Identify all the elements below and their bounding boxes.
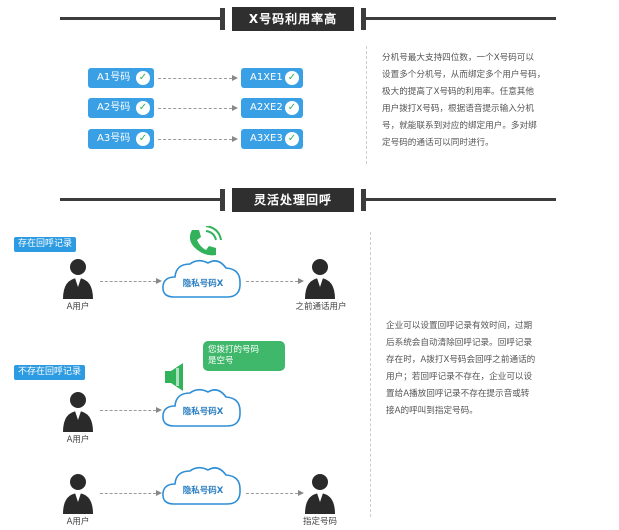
section2-header-line-right bbox=[366, 198, 556, 201]
pill-label: A3号码 bbox=[97, 133, 131, 144]
cloud-label: 隐私号码X bbox=[182, 279, 224, 289]
section2-divider bbox=[370, 232, 371, 517]
arrow-icon bbox=[156, 490, 162, 496]
arrow-icon bbox=[298, 278, 304, 284]
bubble-line: 是空号 bbox=[208, 356, 234, 366]
desc-line: 分机号最大支持四位数，一个X号码可以 bbox=[382, 53, 534, 63]
section2-header-cap-left bbox=[220, 189, 225, 211]
user-a-label: A用户 bbox=[66, 302, 90, 312]
number-pill-a3: A3号码 ✓ bbox=[88, 129, 154, 149]
desc-line: 存在时，A拨打X号码会回呼之前通话的 bbox=[386, 355, 536, 365]
arrow-icon bbox=[232, 105, 238, 111]
person-icon bbox=[63, 259, 93, 299]
pill-label: A3XE3 bbox=[250, 133, 283, 144]
connector-line bbox=[158, 139, 232, 140]
designated-number-label: 指定号码 bbox=[302, 517, 337, 527]
user-a-label: A用户 bbox=[66, 517, 90, 527]
cloud-icon bbox=[162, 388, 241, 427]
cloud-label: 隐私号码X bbox=[182, 486, 224, 496]
pill-label: A1号码 bbox=[97, 72, 131, 83]
extension-pill-a3xe3: A3XE3 ✓ bbox=[241, 129, 303, 149]
number-pill-a2: A2号码 ✓ bbox=[88, 98, 154, 118]
section1-divider bbox=[366, 46, 367, 164]
desc-line: 设置多个分机号，从而绑定多个用户号码， bbox=[382, 70, 546, 80]
arrow-icon bbox=[156, 278, 162, 284]
section2-header-cap-right bbox=[361, 189, 366, 211]
extension-pill-a2xe2: A2XE2 ✓ bbox=[241, 98, 303, 118]
phone-icon bbox=[189, 226, 222, 256]
desc-line: 后系统会自动清除回呼记录。回呼记录 bbox=[386, 338, 533, 348]
arrow-icon bbox=[232, 75, 238, 81]
connector-line bbox=[100, 493, 156, 494]
check-icon: ✓ bbox=[285, 132, 299, 146]
person-icon bbox=[63, 392, 93, 432]
person-icon bbox=[305, 474, 335, 514]
speaker-icon bbox=[165, 363, 183, 391]
desc-line: 用户拨打X号码，根据语音提示输入分机 bbox=[382, 104, 534, 114]
check-icon: ✓ bbox=[285, 101, 299, 115]
check-icon: ✓ bbox=[136, 71, 150, 85]
person-icon bbox=[305, 259, 335, 299]
number-pill-a1: A1号码 ✓ bbox=[88, 68, 154, 88]
connector-line bbox=[100, 281, 156, 282]
bubble-line: 您拨打的号码 bbox=[208, 345, 260, 355]
desc-line: 接A的呼叫到指定号码。 bbox=[386, 406, 478, 416]
check-icon: ✓ bbox=[285, 71, 299, 85]
section2-title: 灵活处理回呼 bbox=[232, 188, 354, 212]
cloud-icon bbox=[162, 466, 241, 505]
check-icon: ✓ bbox=[136, 101, 150, 115]
section1-header-line-right bbox=[366, 17, 556, 20]
extension-pill-a1xe1: A1XE1 ✓ bbox=[241, 68, 303, 88]
connector-line bbox=[246, 493, 298, 494]
section2-header-line-left bbox=[60, 198, 220, 201]
desc-line: 号，就能联系到对应的绑定用户。多对绑 bbox=[382, 121, 537, 131]
user-a-label: A用户 bbox=[66, 435, 90, 445]
voice-prompt-bubble: 您拨打的号码 是空号 bbox=[203, 341, 285, 371]
desc-line: 企业可以设置回呼记录有效时间，过期 bbox=[386, 321, 533, 331]
connector-line bbox=[158, 108, 232, 109]
desc-line: 定号码的通话可以同时进行。 bbox=[382, 138, 494, 148]
check-icon: ✓ bbox=[136, 132, 150, 146]
arrow-icon bbox=[156, 407, 162, 413]
section1-description: 分机号最大支持四位数，一个X号码可以 设置多个分机号，从而绑定多个用户号码， 极… bbox=[382, 50, 572, 152]
desc-line: 用户；若回呼记录不存在，企业可以设 bbox=[386, 372, 533, 382]
arrow-icon bbox=[232, 136, 238, 142]
desc-line: 置给A播放回呼记录不存在提示音或转 bbox=[386, 389, 530, 399]
pill-label: A2XE2 bbox=[250, 102, 283, 113]
previous-user-label: 之前通话用户 bbox=[295, 302, 347, 312]
connector-line bbox=[246, 281, 298, 282]
tag-record-exists: 存在回呼记录 bbox=[14, 237, 77, 252]
section1-title: X号码利用率高 bbox=[232, 7, 354, 31]
pill-label: A1XE1 bbox=[250, 72, 283, 83]
section1-header-cap-left bbox=[220, 8, 225, 30]
connector-line bbox=[158, 78, 232, 79]
cloud-icon bbox=[162, 259, 241, 298]
pill-label: A2号码 bbox=[97, 102, 131, 113]
tag-record-not-exists: 不存在回呼记录 bbox=[14, 365, 86, 380]
section1-header-cap-right bbox=[361, 8, 366, 30]
section2-description: 企业可以设置回呼记录有效时间，过期 后系统会自动清除回呼记录。回呼记录 存在时，… bbox=[386, 318, 576, 420]
arrow-icon bbox=[298, 490, 304, 496]
desc-line: 极大的提高了X号码的利用率。任意其他 bbox=[382, 87, 534, 97]
connector-line bbox=[100, 410, 156, 411]
section1-header-line-left bbox=[60, 17, 220, 20]
cloud-label: 隐私号码X bbox=[182, 407, 224, 417]
person-icon bbox=[63, 474, 93, 514]
